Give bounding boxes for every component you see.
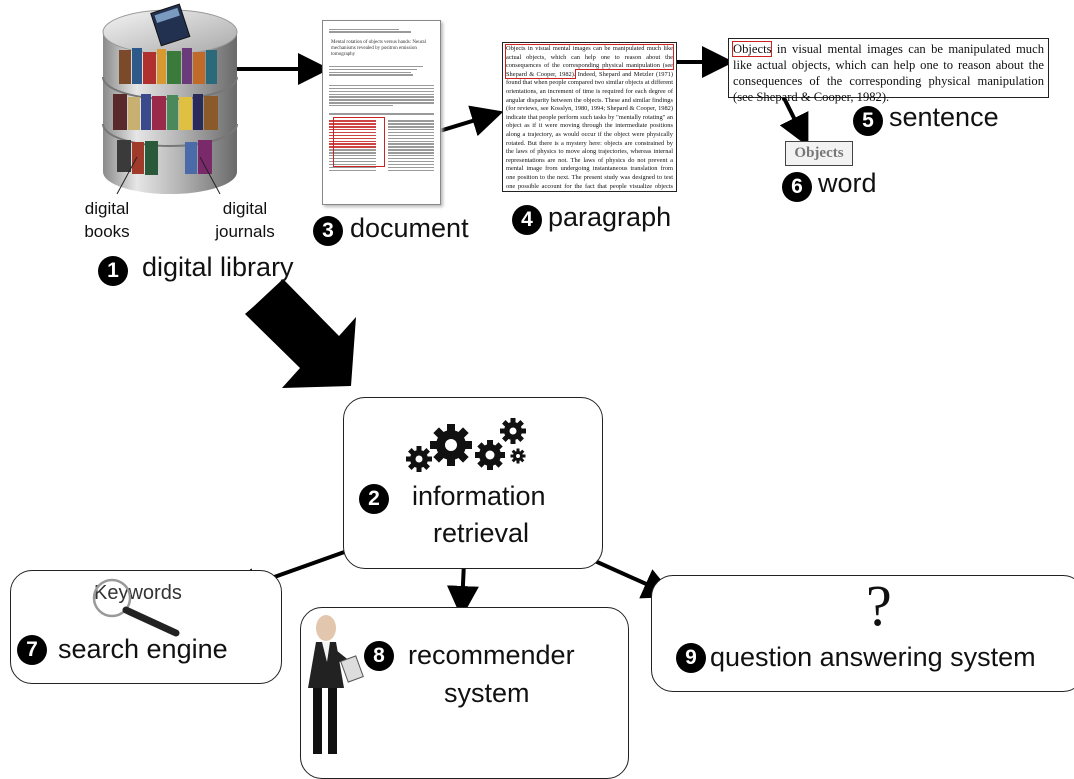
arrow-ir-to-recommender [446, 561, 479, 618]
document-thumbnail: Mental rotation of objects versus hands:… [322, 20, 441, 205]
information-retrieval-box [343, 397, 603, 569]
document-label: document [350, 213, 469, 243]
digital-library-icon [102, 3, 238, 195]
number-badge-4: 4 [512, 205, 542, 235]
waiter-figure-icon [308, 615, 364, 754]
document-title: Mental rotation of objects versus hands:… [331, 40, 426, 58]
sentence-label: sentence [889, 102, 999, 132]
number-badge-7: 7 [17, 635, 47, 665]
document-highlight-box [333, 117, 385, 167]
recommender-label: recommender [408, 640, 575, 670]
word-box: Objects [785, 141, 853, 166]
big-arrow-library-to-ir [245, 279, 356, 388]
books-stack [113, 48, 218, 175]
number-badge-8: 8 [364, 641, 394, 671]
number-badge-1: 1 [98, 256, 128, 286]
arrow-ir-to-qa [585, 555, 675, 599]
retrieval-label: retrieval [433, 518, 530, 548]
gears-icon [406, 418, 526, 472]
system-label: system [444, 678, 530, 708]
paragraph-rest: Indeed, Shepard and Metzler (1971) found… [506, 70, 673, 190]
document-column-left [323, 119, 382, 173]
number-badge-6: 6 [782, 172, 812, 202]
sentence-rest: in visual mental images can be manipulat… [733, 42, 1044, 104]
number-badge-3: 3 [313, 216, 343, 246]
paragraph-label: paragraph [548, 202, 672, 232]
magnifier-icon [92, 578, 180, 637]
number-badge-5: 5 [853, 106, 883, 136]
number-badge-9: 9 [676, 643, 706, 673]
search-engine-label: search engine [58, 634, 228, 664]
paragraph-highlighted-sentence: Objects in visual mental images can be m… [505, 44, 674, 79]
paragraph-box: Objects in visual mental images can be m… [502, 42, 677, 192]
word-label: word [818, 168, 877, 198]
information-label: information [412, 481, 546, 511]
recommender-box [300, 607, 629, 779]
sentence-box: Objects in visual mental images can be m… [728, 38, 1049, 104]
qa-system-box [651, 575, 1074, 692]
question-mark-icon: ? [866, 573, 892, 638]
journal-on-top [150, 3, 191, 47]
qa-system-label: question answering system [710, 642, 1036, 672]
keywords-text: Keywords [94, 582, 182, 604]
digital-library-label: digital library [142, 252, 294, 282]
search-engine-box [10, 570, 282, 684]
sentence-first-word: Objects [731, 41, 773, 57]
number-badge-2: 2 [359, 484, 389, 514]
document-column-right [382, 119, 441, 173]
